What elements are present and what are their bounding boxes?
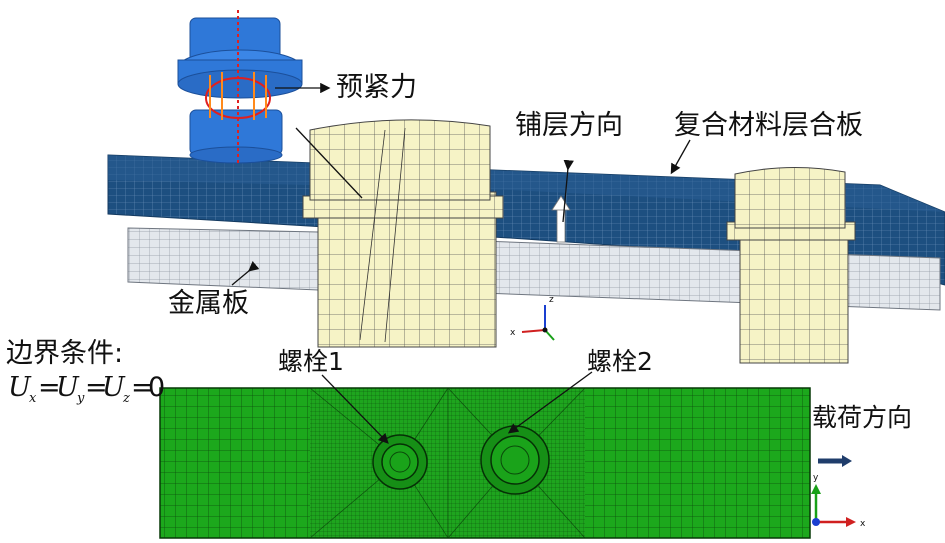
- bc-eq1: =: [38, 372, 61, 403]
- callout-lines: [231, 82, 691, 444]
- bolt-1-callout: [321, 374, 389, 444]
- boundary-condition-equation: U x = U y = U z = 0: [8, 372, 165, 406]
- load-direction-arrow: [818, 455, 852, 467]
- label-ply-direction: 铺层方向: [515, 110, 623, 141]
- bc-eq2: =: [85, 372, 108, 403]
- bc-sub-z: z: [122, 391, 130, 406]
- label-bolt-1: 螺栓1: [278, 347, 344, 376]
- bolt-preload-leader: [295, 127, 363, 199]
- metal-plate-callout: [231, 261, 260, 286]
- mesh-plate-2d: [159, 387, 811, 539]
- bolt-2-model: [726, 166, 856, 364]
- ply-direction-arrow: [551, 195, 571, 243]
- bolt-2-callout: [507, 371, 593, 434]
- axes-triad-2d: y x: [811, 473, 866, 529]
- bc-sub-x: x: [29, 391, 37, 406]
- preload-washer: [177, 10, 303, 165]
- label-load-direction: 载荷方向: [812, 403, 912, 432]
- axes-triad-3d: z x: [510, 295, 555, 341]
- label-metal-plate: 金属板: [168, 288, 249, 319]
- triad-3d-x-label: x: [510, 328, 516, 338]
- triad-3d-z-label: z: [549, 295, 554, 305]
- label-bolt-2: 螺栓2: [587, 347, 653, 376]
- bolt-1-hole: [372, 434, 428, 490]
- bc-zero: 0: [148, 372, 165, 403]
- bc-u1: U: [8, 372, 32, 403]
- bolt-1-model: [302, 119, 504, 348]
- label-composite-laminate: 复合材料层合板: [674, 110, 863, 141]
- triad-2d-y-label: y: [813, 473, 819, 483]
- bc-u2: U: [56, 372, 80, 403]
- bc-u3: U: [102, 372, 126, 403]
- ply-direction-callout: [562, 159, 574, 223]
- triad-2d-x-label: x: [860, 519, 866, 529]
- bc-eq3: =: [131, 372, 154, 403]
- label-boundary-condition: 边界条件:: [6, 338, 123, 369]
- composite-callout: [670, 139, 691, 175]
- label-preload: 预紧力: [336, 72, 417, 103]
- bc-sub-y: y: [76, 391, 85, 406]
- bolt-2-hole: [480, 425, 550, 495]
